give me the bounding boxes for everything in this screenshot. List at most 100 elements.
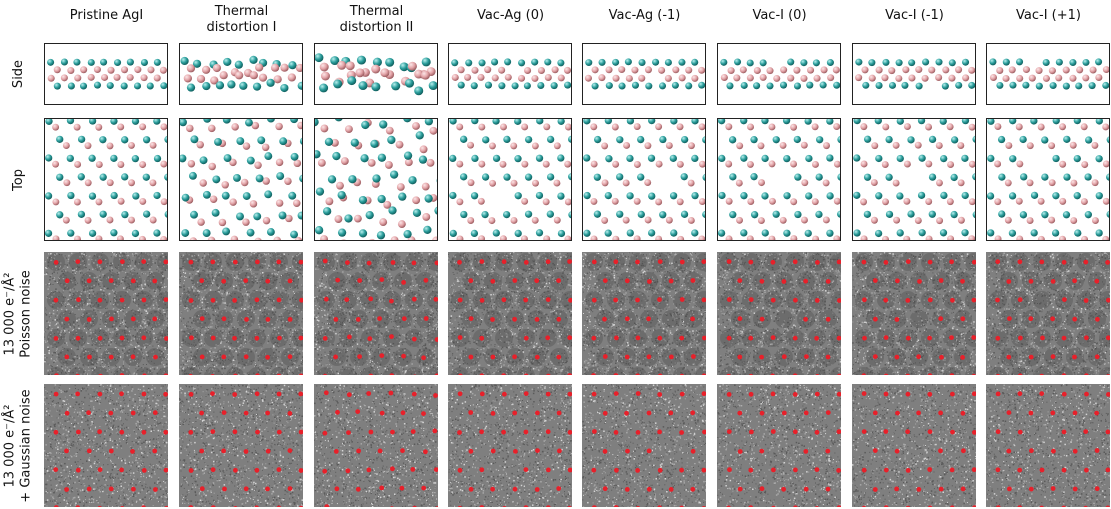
- iodine-atom: [66, 119, 75, 125]
- silver-atom: [994, 160, 1002, 168]
- silver-atom: [196, 140, 204, 149]
- detected-atom-marker: [232, 429, 238, 435]
- detected-atom-marker: [927, 429, 933, 435]
- detected-atom-marker: [254, 297, 260, 303]
- silver-atom: [63, 179, 71, 187]
- detected-atom-marker: [390, 260, 396, 265]
- detected-atom-marker: [189, 335, 194, 341]
- silver-atom: [908, 74, 916, 82]
- iodine-atom: [669, 192, 678, 200]
- silver-atom: [553, 142, 561, 150]
- detected-atom-marker: [523, 391, 529, 396]
- detected-atom-marker: [679, 373, 684, 375]
- silver-atom: [275, 122, 283, 131]
- gaussian-panel-vaci0: [717, 384, 841, 507]
- iodine-atom: [678, 58, 686, 66]
- silver-atom: [499, 160, 507, 168]
- detected-atom-marker: [771, 505, 776, 507]
- iodine-atom: [120, 82, 128, 90]
- silver-atom: [280, 63, 289, 72]
- silver-atom: [341, 239, 346, 240]
- iodine-atom: [415, 131, 424, 140]
- top-panel-pristine: [44, 118, 168, 241]
- silver-atom: [500, 123, 507, 131]
- poisson-panel-vacag0: [448, 252, 572, 375]
- silver-atom: [101, 73, 109, 81]
- iodine-atom: [180, 154, 187, 163]
- detected-atom-marker: [389, 373, 395, 375]
- detected-atom-marker: [108, 448, 114, 454]
- column-halo: [1077, 367, 1095, 375]
- detected-atom-marker: [389, 298, 394, 304]
- iodine-atom: [99, 136, 107, 144]
- detected-atom-marker: [814, 429, 820, 435]
- detected-atom-marker: [163, 391, 168, 397]
- silver-atom: [902, 66, 910, 74]
- silver-atom: [1070, 179, 1078, 187]
- detected-atom-marker: [927, 391, 933, 397]
- silver-atom: [871, 142, 879, 150]
- detected-atom-marker: [905, 505, 911, 507]
- detected-atom-marker: [347, 334, 352, 340]
- silver-atom: [295, 63, 302, 73]
- detected-atom-marker: [825, 279, 831, 284]
- detected-atom-marker: [1017, 467, 1023, 473]
- column-halo: [899, 367, 917, 375]
- silver-atom: [1048, 142, 1056, 150]
- iodine-atom: [853, 154, 861, 162]
- silver-atom: [687, 217, 695, 224]
- noise-layer: [448, 252, 572, 375]
- iodine-atom: [761, 154, 769, 163]
- detected-atom-marker: [131, 486, 136, 492]
- silver-atom: [676, 123, 684, 131]
- iodine-atom: [1063, 135, 1071, 143]
- iodine-atom: [585, 59, 593, 67]
- iodine-atom: [941, 82, 949, 90]
- silver-atom: [187, 159, 196, 168]
- detected-atom-marker: [836, 335, 841, 341]
- detected-atom-marker: [1050, 316, 1055, 322]
- column-halo: [1099, 291, 1110, 309]
- iodine-atom: [53, 82, 61, 90]
- column-halo: [427, 329, 438, 347]
- silver-atom: [892, 141, 900, 149]
- detected-atom-marker: [188, 373, 193, 375]
- detected-atom-marker: [130, 354, 136, 360]
- silver-atom: [612, 74, 620, 82]
- detected-atom-marker: [938, 448, 943, 454]
- detected-atom-marker: [1029, 448, 1034, 454]
- detected-atom-marker: [232, 259, 238, 265]
- silver-atom: [397, 220, 406, 229]
- silver-atom: [544, 73, 552, 81]
- detected-atom-marker: [75, 391, 80, 397]
- detected-atom-marker: [53, 467, 59, 472]
- iodine-atom: [598, 58, 606, 66]
- detected-atom-marker: [1007, 486, 1012, 492]
- detected-atom-marker: [490, 317, 495, 322]
- detected-atom-marker: [130, 316, 136, 322]
- detected-atom-marker: [433, 296, 438, 302]
- silver-atom: [426, 158, 435, 167]
- detected-atom-marker: [657, 505, 662, 507]
- iodine-atom: [718, 191, 726, 200]
- silver-atom: [790, 123, 798, 131]
- detected-atom-marker: [501, 373, 506, 375]
- detected-atom-marker: [523, 467, 529, 472]
- silver-atom: [95, 235, 103, 240]
- detected-atom-marker: [423, 316, 429, 321]
- silver-atom: [633, 235, 641, 240]
- detected-atom-marker: [411, 260, 417, 266]
- detected-atom-marker: [701, 297, 706, 303]
- side-panel-thermal1: [179, 43, 303, 105]
- detected-atom-marker: [613, 259, 619, 265]
- detected-atom-marker: [971, 297, 976, 303]
- iodine-atom: [481, 173, 490, 181]
- silver-atom: [1082, 74, 1090, 82]
- detected-atom-marker: [322, 336, 328, 341]
- detected-atom-marker: [567, 259, 572, 264]
- iodine-atom: [142, 136, 151, 144]
- detected-atom-marker: [646, 410, 652, 416]
- detected-atom-marker: [1084, 391, 1089, 397]
- iodine-atom: [826, 192, 834, 200]
- silver-atom: [955, 66, 963, 74]
